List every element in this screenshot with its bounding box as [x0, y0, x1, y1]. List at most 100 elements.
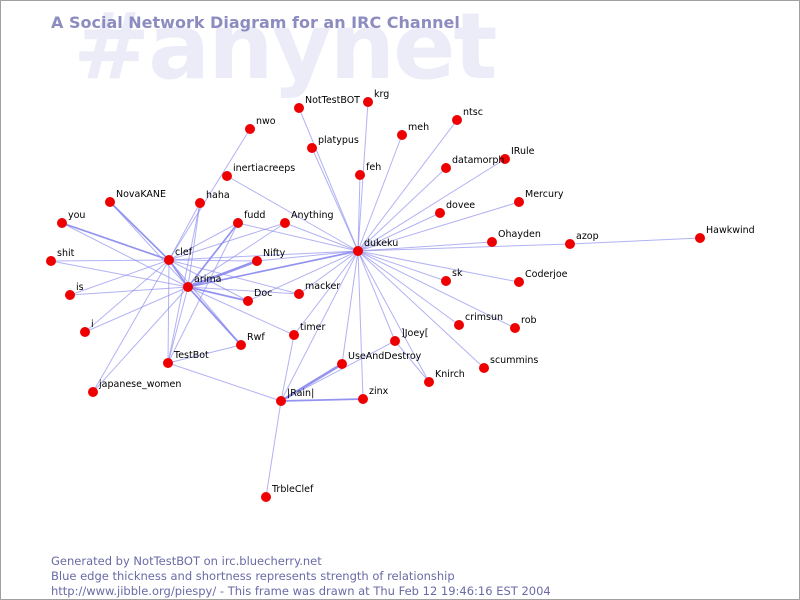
- node-dot: [233, 218, 243, 228]
- edge-arima-NovaKANE: [109, 201, 189, 288]
- node-Anything: Anything: [280, 210, 334, 228]
- node-label: fudd: [244, 210, 265, 221]
- node-label: meh: [408, 122, 429, 133]
- node-dot: [294, 103, 304, 113]
- edge-arima-Nifty: [187, 259, 258, 289]
- node-label: dovee: [446, 200, 475, 211]
- node-dot: [355, 170, 365, 180]
- node-ntsc: ntsc: [452, 107, 483, 125]
- edge-dukeku-Ohayden: [357, 241, 493, 252]
- edge-dukeku-Coderjoe: [357, 250, 520, 283]
- node-label: Nifty: [263, 248, 286, 259]
- edge-JRain-zinx: [280, 398, 364, 402]
- node-dot: [397, 130, 407, 140]
- node-JJoey: ]Joey[: [390, 328, 429, 346]
- edge-dukeku-sk: [357, 250, 447, 282]
- node-fudd: fudd: [233, 210, 265, 228]
- node-dot: [353, 246, 363, 256]
- node-label: platypus: [318, 135, 359, 146]
- edge-arima-i: [84, 286, 189, 333]
- node-label: Doc: [254, 288, 272, 299]
- edge-arima-Anything: [187, 222, 286, 288]
- node-nwo: nwo: [245, 116, 276, 134]
- node-dot: [487, 237, 497, 247]
- edge-clef-is: [69, 259, 170, 296]
- node-shit: shit: [46, 248, 75, 266]
- node-label: zinx: [369, 386, 389, 397]
- node-dot: [390, 336, 400, 346]
- node-TestBot: TestBot: [163, 350, 209, 368]
- edge-dukeku-platypus: [311, 147, 359, 252]
- node-platypus: platypus: [307, 135, 359, 153]
- node-dot: [695, 233, 705, 243]
- edge-JRain-JJoey: [280, 340, 396, 402]
- edge-dukeku-rob: [357, 250, 516, 329]
- node-Coderjoe: Coderjoe: [514, 269, 568, 287]
- node-dot: [514, 277, 524, 287]
- edge-clef-i: [84, 259, 170, 333]
- node-NovaKANE: NovaKANE: [105, 189, 166, 207]
- node-label: |Rain|: [287, 388, 314, 399]
- edge-dukeku-JRain: [280, 250, 359, 402]
- node-dot: [252, 256, 262, 266]
- node-label: Coderjoe: [525, 269, 568, 280]
- node-inertiacreeps: inertiacreeps: [222, 163, 295, 181]
- node-label: japanese_women: [98, 379, 181, 390]
- node-Rwf: Rwf: [236, 332, 265, 350]
- edge-dukeku-crimsun: [357, 250, 460, 326]
- node-label: haha: [206, 190, 230, 201]
- node-label: sk: [452, 268, 463, 279]
- node-dot: [479, 363, 489, 373]
- edge-dukeku-inertiacreeps: [226, 175, 359, 252]
- footer-url-timestamp[interactable]: http://www.jibble.org/piespy/ - This fra…: [51, 584, 551, 598]
- node-Mercury: Mercury: [514, 189, 564, 207]
- edge-dukeku-azop: [357, 243, 571, 252]
- node-dot: [236, 340, 246, 350]
- edge-dukeku-ntsc: [357, 119, 458, 252]
- footer-generated-by: Generated by NotTestBOT on irc.bluecherr…: [51, 554, 322, 568]
- edge-arima-timer: [187, 286, 295, 336]
- page-title: A Social Network Diagram for an IRC Chan…: [51, 13, 460, 32]
- edge-dukeku-fudd: [237, 222, 359, 252]
- edge-dukeku-JJoey: [357, 250, 396, 342]
- node-dot: [276, 396, 286, 406]
- node-label: Ohayden: [498, 229, 541, 240]
- edge-JRain-UseAndDestroy: [280, 362, 343, 403]
- node-label: Anything: [291, 210, 334, 221]
- node-dukeku: dukeku: [353, 238, 398, 256]
- edge-JRain-TestBot: [167, 362, 282, 402]
- node-label: krg: [374, 89, 389, 100]
- edge-dukeku-UseAndDestroy: [341, 250, 359, 365]
- node-UseAndDestroy: UseAndDestroy: [337, 351, 422, 369]
- edge-arima-TestBot: [167, 286, 189, 364]
- node-label: crimsun: [465, 312, 503, 323]
- node-dot: [358, 394, 368, 404]
- node-dot: [164, 255, 174, 265]
- node-label: macker: [305, 281, 340, 292]
- node-datamorph: datamorph: [441, 155, 504, 173]
- node-label: Hawkwind: [706, 225, 755, 236]
- node-label: Mercury: [525, 189, 564, 200]
- edge-dukeku-meh: [357, 134, 403, 252]
- edge-dukeku-Mercury: [357, 201, 520, 252]
- node-is: is: [65, 282, 84, 300]
- node-label: is: [76, 282, 84, 293]
- edge-clef-Anything: [168, 222, 286, 261]
- node-Hawkwind: Hawkwind: [695, 225, 755, 243]
- node-dot: [435, 208, 445, 218]
- node-arima: arima: [183, 274, 221, 292]
- node-dot: [510, 323, 520, 333]
- node-sk: sk: [441, 268, 463, 286]
- node-IRule: IRule: [500, 146, 535, 164]
- node-dot: [195, 198, 205, 208]
- edge-clef-japanese_women: [92, 259, 170, 393]
- edge-JRain-TrbleClef: [265, 400, 282, 498]
- node-label: arima: [194, 274, 221, 285]
- edge-clef-fudd: [168, 222, 239, 261]
- node-Nifty: Nifty: [252, 248, 286, 266]
- node-macker: macker: [294, 281, 340, 299]
- node-scummins: scummins: [479, 355, 538, 373]
- node-dot: [57, 218, 67, 228]
- node-label: shit: [57, 248, 75, 259]
